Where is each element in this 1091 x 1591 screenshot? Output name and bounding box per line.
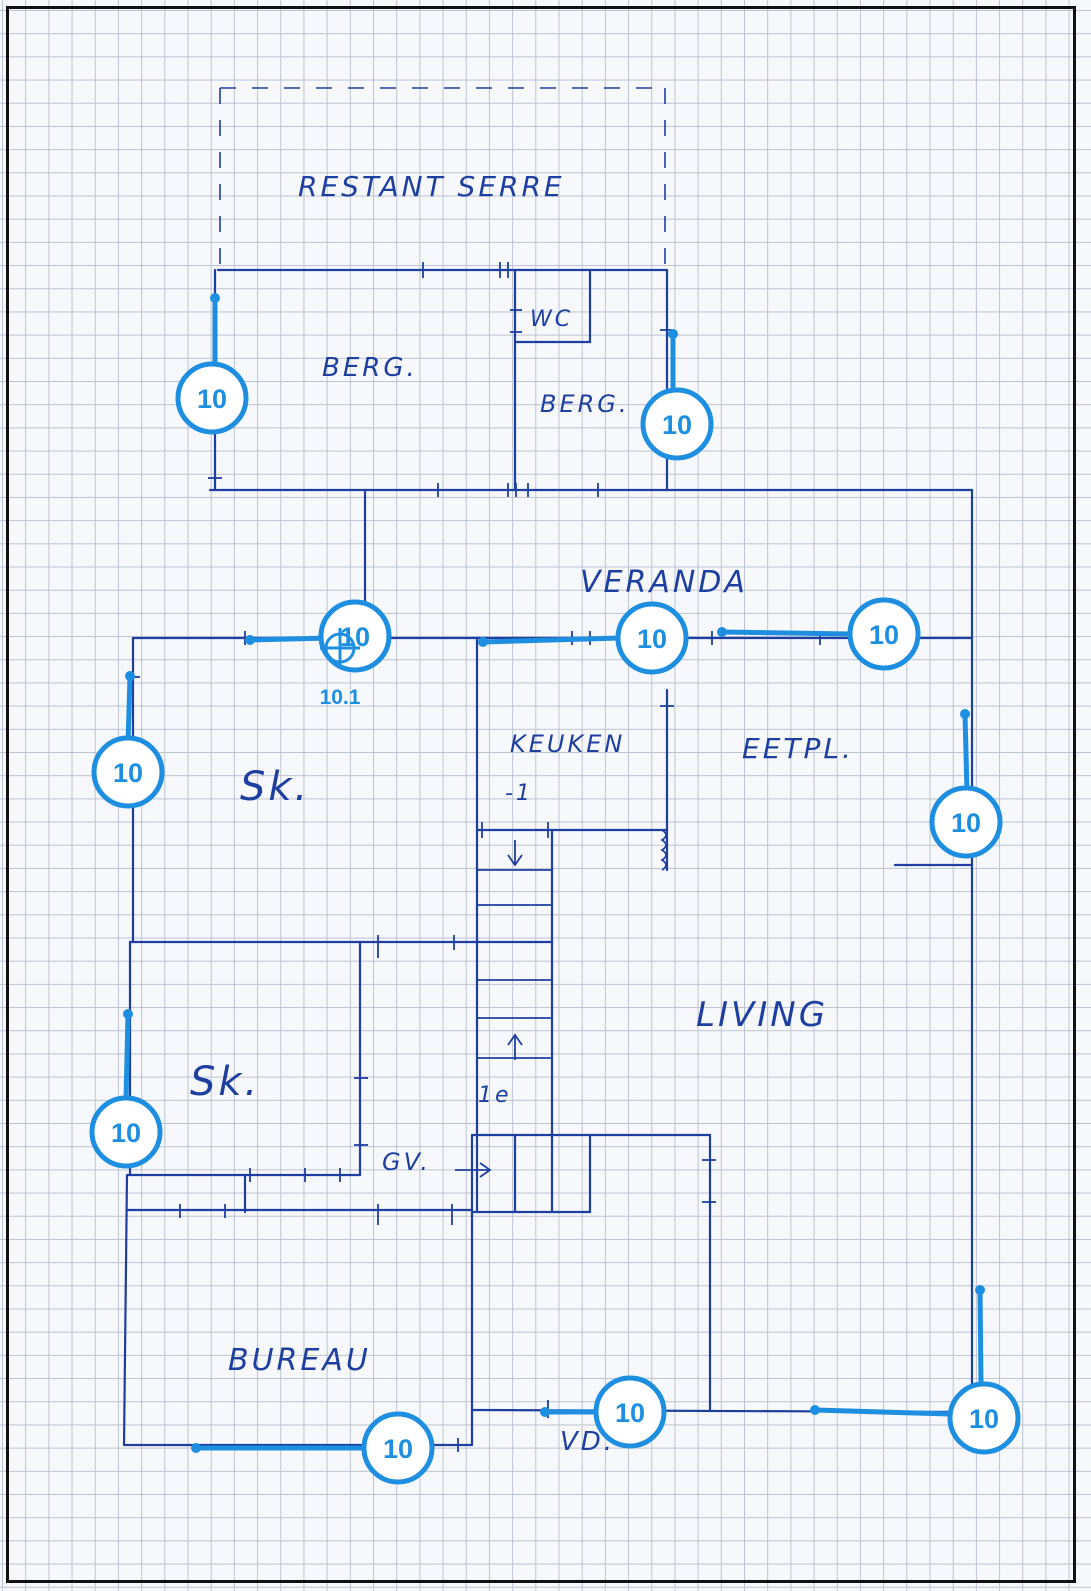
marker-m11[interactable]	[975, 1285, 985, 1388]
marker-m4[interactable]: 10	[478, 601, 689, 675]
stair-arrows	[455, 829, 667, 1178]
marker-m12[interactable]: 10	[810, 1381, 1021, 1455]
label-slk-bottom: Sk.	[190, 1059, 260, 1105]
marker-m3[interactable]: 10 10.1	[245, 599, 392, 709]
marker-m5[interactable]: 10	[717, 597, 921, 671]
label-gv: GV.	[382, 1148, 431, 1176]
marker-label: 10	[662, 410, 692, 440]
measure-markers: 10 10 10 10.1 10	[89, 293, 1021, 1485]
marker-m8[interactable]: 10	[89, 1009, 163, 1169]
marker-m2[interactable]: 10	[640, 329, 714, 461]
label-keuken: KEUKEN	[510, 730, 625, 758]
marker-m9[interactable]: 10	[191, 1411, 435, 1485]
marker-label: 10	[869, 620, 899, 650]
label-slk-top: Sk.	[240, 764, 310, 810]
label-berg-left: BERG.	[322, 353, 418, 383]
marker-label: 10	[637, 624, 667, 654]
label-bureau: BUREAU	[228, 1343, 371, 1378]
label-eetpl: EETPL.	[742, 732, 854, 765]
label-berg-right: BERG.	[540, 390, 630, 418]
marker-label: 10	[951, 808, 981, 838]
label-stair-top: -1	[505, 781, 533, 806]
label-living: LIVING	[696, 995, 828, 1035]
walls	[122, 268, 974, 1447]
marker-label: 10	[969, 1404, 999, 1434]
marker-m6[interactable]: 10	[91, 671, 165, 809]
marker-label: 10	[197, 384, 227, 414]
label-veranda: VERANDA	[580, 565, 748, 600]
marker-sub-label: 10.1	[320, 686, 361, 709]
marker-m7[interactable]: 10	[929, 709, 1003, 859]
serre-outline	[219, 87, 666, 270]
label-stair-bottom: 1e	[478, 1083, 512, 1108]
label-restant-serre: RESTANT SERRE	[298, 170, 565, 203]
room-labels: RESTANT SERRE BERG. WC BERG. VERANDA KEU…	[190, 170, 854, 1457]
marker-m10[interactable]: 10	[540, 1375, 667, 1449]
marker-label: 10	[383, 1434, 413, 1464]
marker-label: 10	[113, 758, 143, 788]
door-ticks	[126, 262, 821, 1452]
marker-label: 10	[111, 1118, 141, 1148]
label-wc: WC	[530, 307, 573, 332]
marker-label: 10	[615, 1398, 645, 1428]
photo-frame	[6, 6, 1076, 1583]
marker-m1[interactable]: 10	[175, 293, 249, 435]
